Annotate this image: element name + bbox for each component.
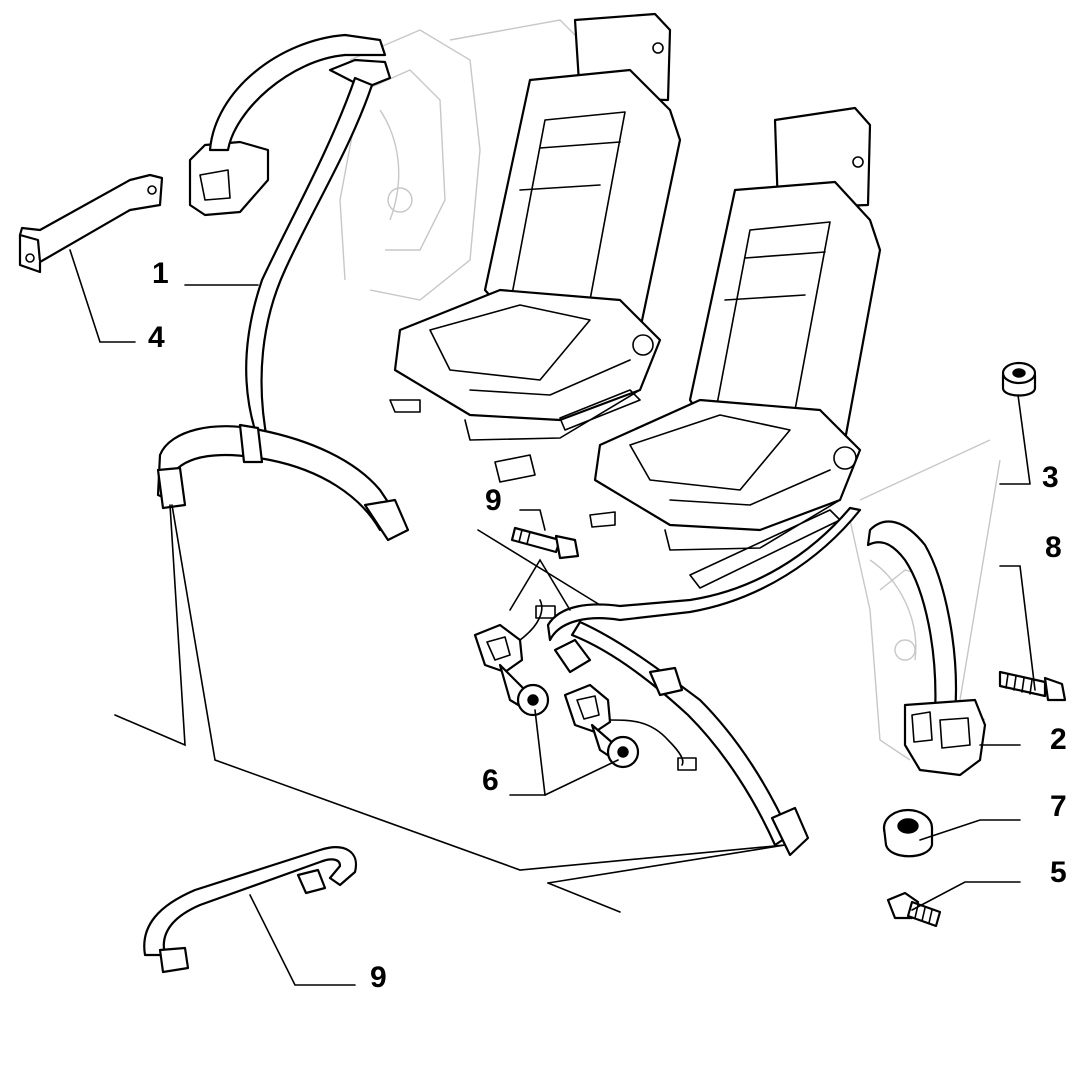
callout-6: 6 xyxy=(482,764,499,797)
callout-1: 1 xyxy=(152,257,169,290)
seat-rear xyxy=(389,12,682,441)
callout-5: 5 xyxy=(1050,856,1067,889)
callout-8: 8 xyxy=(1045,531,1062,564)
part-9-bolt xyxy=(510,526,580,560)
part-5-bolt xyxy=(886,891,942,928)
part-9-harness xyxy=(143,846,358,974)
part-4-bracket xyxy=(18,173,164,274)
part-2-rear-belt xyxy=(866,520,987,777)
part-7-nut xyxy=(882,808,934,858)
callout-9-top: 9 xyxy=(485,484,502,517)
leader-lines xyxy=(69,249,1036,986)
callout-labels: 1 2 3 4 5 6 7 8 9 9 xyxy=(148,257,1067,994)
part-1-belt-assembly xyxy=(156,33,410,542)
part-8-bolt xyxy=(998,670,1067,702)
part-3-spacer xyxy=(1001,361,1037,397)
part-6-buckles xyxy=(473,506,862,857)
callout-7: 7 xyxy=(1050,790,1067,823)
seat-front xyxy=(494,106,882,589)
callout-2: 2 xyxy=(1050,723,1067,756)
ghost-car-interior-left xyxy=(339,19,601,301)
callout-9-bottom: 9 xyxy=(370,961,387,994)
callout-4: 4 xyxy=(148,321,165,354)
callout-3: 3 xyxy=(1042,461,1059,494)
